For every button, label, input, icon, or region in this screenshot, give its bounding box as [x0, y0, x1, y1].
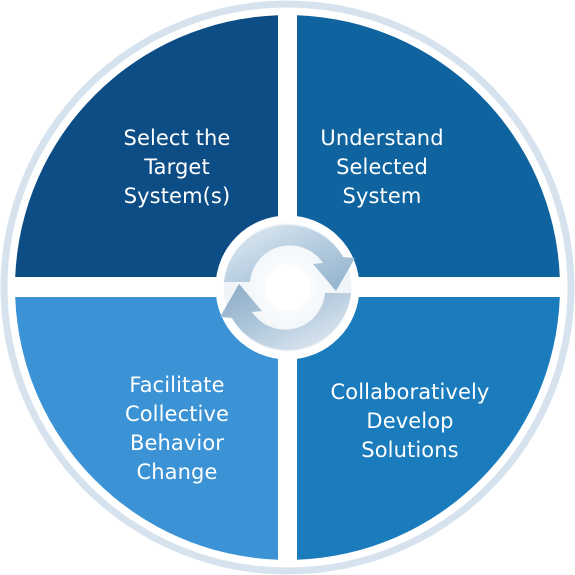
quadrant-collaboratively-develop-solutions — [297, 297, 560, 560]
label-line: Selected — [336, 155, 428, 179]
label-line: Select the — [123, 126, 231, 150]
label-line: Behavior — [129, 431, 225, 455]
label-understand-selected-system: Understand Selected System — [282, 124, 482, 211]
label-line: System — [342, 184, 422, 208]
label-line: System(s) — [123, 184, 231, 208]
label-line: Understand — [320, 126, 444, 150]
label-line: Collaboratively — [330, 380, 490, 404]
label-line: Solutions — [361, 438, 459, 462]
label-line: Facilitate — [129, 373, 225, 397]
label-line: Collective — [124, 402, 230, 426]
quadrant-select-target-system — [15, 15, 278, 277]
label-line: Change — [136, 460, 218, 484]
quadrant-facilitate-behavior-change — [15, 297, 278, 560]
label-facilitate-behavior-change: Facilitate Collective Behavior Change — [77, 371, 277, 487]
cycle-arrows-icon — [215, 215, 360, 360]
label-line: Develop — [366, 409, 454, 433]
label-line: Target — [144, 155, 210, 179]
label-select-target-system: Select the Target System(s) — [77, 124, 277, 211]
label-collaboratively-develop-solutions: Collaboratively Develop Solutions — [310, 378, 510, 465]
quadrant-understand-selected-system — [297, 15, 560, 277]
